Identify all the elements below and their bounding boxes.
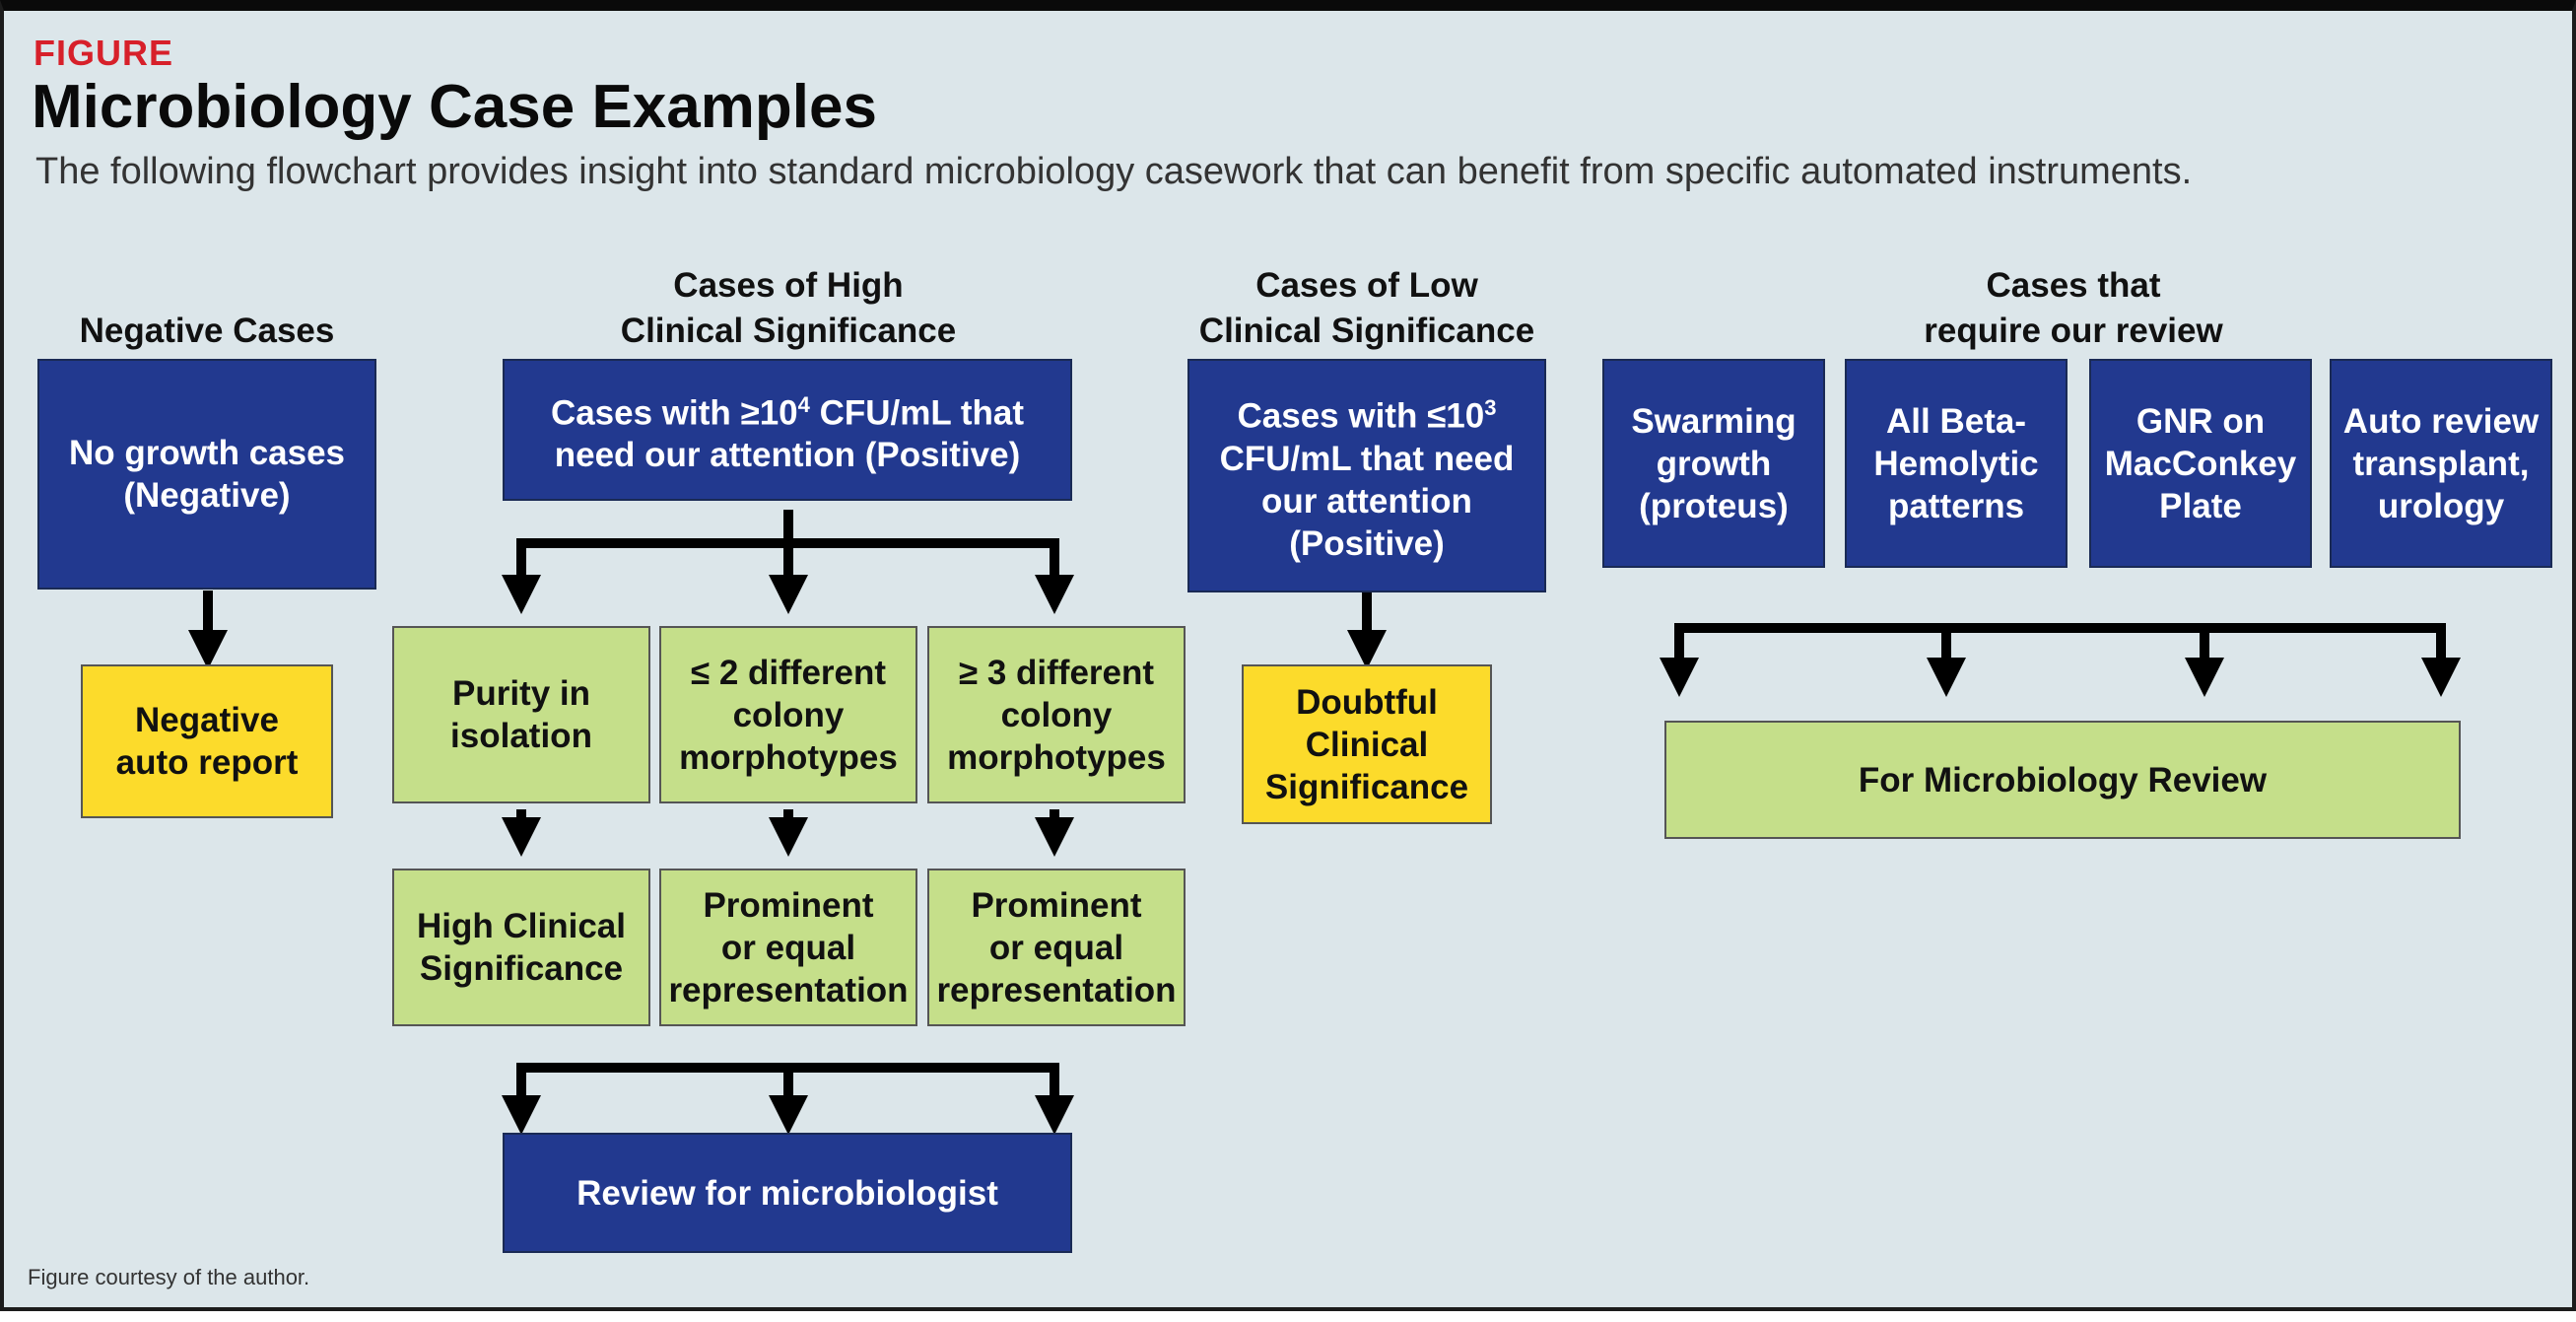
low-source-text-pre: Cases with ≤10 <box>1237 396 1485 436</box>
low-significance-header: Cases of Low Clinical Significance <box>1198 266 1535 350</box>
high-significance-header: Cases of High Clinical Significance <box>620 266 957 350</box>
connector-lines <box>188 510 2461 1135</box>
negative-cases-header: Negative Cases <box>79 312 335 350</box>
high-source-exponent: 4 <box>797 391 810 417</box>
low-source-exponent: 3 <box>1484 395 1497 421</box>
prominent-representation-box-2: Prominent or equal representation <box>927 869 1186 1026</box>
high-source-text-pre: Cases with ≥10 <box>550 393 798 433</box>
negative-auto-report-box: Negative auto report <box>81 664 333 818</box>
figure-tag: FIGURE <box>34 33 174 73</box>
review-for-microbiologist-box: Review for microbiologist <box>503 1133 1072 1253</box>
page-title: Microbiology Case Examples <box>32 73 877 141</box>
auto-review-transplant-box: Auto review transplant, urology <box>2330 359 2552 568</box>
for-microbiology-review-box: For Microbiology Review <box>1664 721 2461 839</box>
review-cases-header: Cases that require our review <box>1924 266 2223 350</box>
high-clinical-significance-box: High Clinical Significance <box>392 869 650 1026</box>
three-morphotypes-box: ≥ 3 different colony morphotypes <box>927 626 1186 803</box>
two-morphotypes-box: ≤ 2 different colony morphotypes <box>659 626 917 803</box>
purity-isolation-box: Purity in isolation <box>392 626 650 803</box>
no-growth-box: No growth cases (Negative) <box>37 359 376 590</box>
bracket-review <box>1674 623 2446 673</box>
doubtful-significance-box: Doubtful Clinical Significance <box>1242 664 1492 824</box>
swarming-growth-box: Swarming growth (proteus) <box>1602 359 1825 568</box>
high-cfu-source-box: Cases with ≥104 CFU/mL that need our att… <box>503 359 1072 501</box>
prominent-representation-box-1: Prominent or equal representation <box>659 869 917 1026</box>
figure-credit: Figure courtesy of the author. <box>28 1265 310 1289</box>
high-source-text-post: CFU/mL that need our attention (Positive… <box>554 393 1025 475</box>
low-cfu-source-box: Cases with ≤103 CFU/mL that need our att… <box>1187 359 1546 592</box>
low-source-text-post: CFU/mL that need our attention (Positive… <box>1219 439 1515 563</box>
gnr-macconkey-box: GNR on MacConkey Plate <box>2089 359 2312 568</box>
beta-hemolytic-box: All Beta- Hemolytic patterns <box>1845 359 2068 568</box>
page-subtitle: The following flowchart provides insight… <box>35 151 2193 192</box>
